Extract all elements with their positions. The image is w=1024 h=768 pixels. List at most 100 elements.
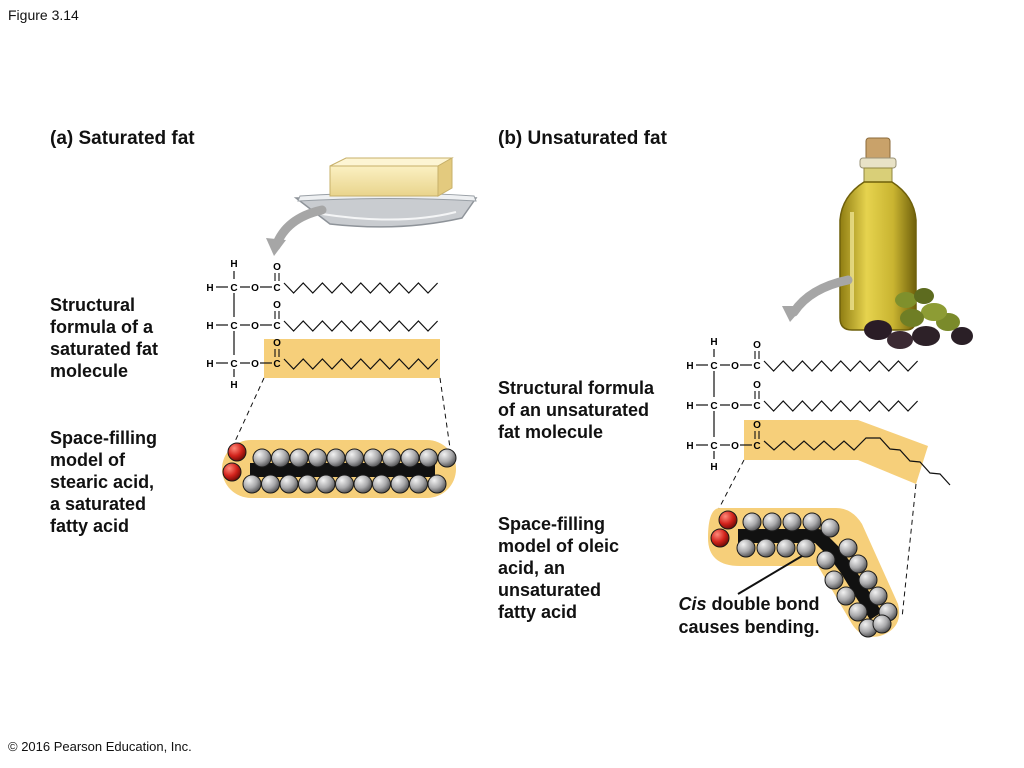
olive-oil-image — [839, 137, 973, 349]
carbon-symbol: C — [273, 359, 280, 370]
hydrogen-symbol: H — [686, 441, 693, 452]
caption-line: formula of a — [50, 317, 154, 337]
hydrogen-atom — [802, 512, 822, 532]
hydrogen-atom — [848, 602, 868, 622]
hydrogen-atom — [279, 474, 299, 494]
panel-b-space-filling-caption: Space-filling model of oleic acid, an un… — [498, 513, 619, 623]
oxygen-symbol: O — [753, 340, 761, 351]
oxygen-symbol: O — [251, 359, 259, 370]
oxygen-symbol: O — [731, 361, 739, 372]
hydrogen-atom — [836, 586, 856, 606]
olives — [864, 288, 973, 349]
hydrogen-symbol: H — [206, 283, 213, 294]
hydrogen-atom — [858, 570, 878, 590]
oxygen-atom — [222, 462, 242, 482]
hydrogen-atom — [437, 448, 457, 468]
figure-label: Figure 3.14 — [8, 7, 79, 23]
panel-b-structural-caption: Structural formula of an unsaturated fat… — [498, 377, 654, 443]
oxygen-symbol: O — [753, 420, 761, 431]
copyright: © 2016 Pearson Education, Inc. — [8, 739, 192, 754]
hydrogen-atom — [335, 474, 354, 494]
hydrogen-symbol: H — [686, 361, 693, 372]
hydrogen-atom — [316, 474, 336, 494]
hydrogen-symbol: H — [710, 462, 717, 473]
carbon-symbol: C — [710, 361, 717, 372]
caption-line: acid, an — [498, 558, 566, 578]
hydrogen-atom — [400, 448, 420, 468]
hydrogen-atom — [782, 512, 802, 532]
oxygen-symbol: O — [273, 300, 281, 311]
caption-line: saturated fat — [50, 339, 159, 359]
oxygen-symbol: O — [251, 321, 259, 332]
oxygen-symbol: O — [753, 380, 761, 391]
oxygen-atom — [227, 442, 247, 462]
panel-a-structural-caption: Structural formula of a saturated fat mo… — [50, 294, 158, 382]
hydrogen-atom — [742, 512, 762, 532]
hydrogen-atom — [382, 448, 401, 468]
cis-note-line-1: Cis double bond — [664, 593, 834, 616]
hydrocarbon-tail — [283, 320, 439, 332]
carbon-backbone — [738, 529, 882, 620]
stearic-acid-space-filling-model — [222, 440, 457, 498]
arrow-a-head — [266, 238, 286, 256]
hydrogen-atom — [326, 448, 346, 468]
caption-line: of an unsaturated — [498, 400, 650, 420]
oxygen-symbol: O — [731, 401, 739, 412]
hydrocarbon-tail — [763, 437, 951, 486]
caption-line: molecule — [50, 361, 129, 381]
carbon-symbol: C — [710, 401, 717, 412]
hydrogen-atom — [868, 586, 888, 606]
carbon-symbol: C — [273, 283, 280, 294]
hydrogen-atom — [736, 538, 756, 558]
hydrogen-atom — [308, 448, 327, 468]
hydrogen-symbol: H — [206, 359, 213, 370]
oleic-acid-space-filling-model — [708, 508, 900, 638]
hydrogen-symbol: H — [230, 259, 237, 270]
oxygen-atom — [718, 510, 738, 530]
hydrogen-atom — [756, 538, 776, 558]
butter-dish-image — [293, 157, 478, 228]
hydrogen-symbol: H — [206, 321, 213, 332]
carbon-symbol: C — [230, 321, 237, 332]
hydrogen-atom — [419, 448, 438, 468]
hydrogen-atom — [427, 474, 447, 494]
hydrogen-atom — [776, 538, 796, 558]
cis-bond-note: Cis double bond causes bending. — [664, 593, 834, 639]
carbon-symbol: C — [230, 283, 237, 294]
cis-word: Cis — [678, 594, 707, 614]
hydrogen-atom — [824, 570, 844, 590]
hydrogen-atom — [372, 474, 391, 494]
caption-line: a saturated — [50, 494, 147, 514]
oxygen-symbol: O — [251, 283, 259, 294]
hydrogen-atom — [242, 474, 262, 494]
oxygen-symbol: O — [273, 262, 281, 273]
hydrogen-atom — [820, 518, 840, 538]
hydrocarbon-tail — [283, 358, 439, 370]
hydrogen-atom — [816, 550, 836, 570]
hydrocarbon-tail — [763, 360, 919, 372]
carbon-symbol: C — [753, 441, 760, 452]
hydrogen-atom — [298, 474, 317, 494]
hydrogen-atom — [252, 448, 272, 468]
hydrogen-atom — [762, 512, 782, 532]
hydrogen-atom — [271, 448, 290, 468]
hydrogen-symbol: H — [230, 380, 237, 391]
panel-a-title: (a) Saturated fat — [50, 128, 195, 149]
oxygen-symbol: O — [273, 338, 281, 349]
hydrogen-atom — [363, 448, 383, 468]
caption-line: unsaturated — [498, 580, 602, 600]
hydrogen-symbol: H — [710, 337, 717, 348]
caption-line: Structural — [50, 295, 136, 315]
hydrogen-symbol: H — [686, 401, 693, 412]
hydrogen-atom — [838, 538, 858, 558]
caption-line: stearic acid, — [50, 472, 155, 492]
caption-line: fatty acid — [50, 516, 130, 536]
carbon-symbol: C — [753, 361, 760, 372]
oxygen-symbol: O — [731, 441, 739, 452]
hydrogen-atom — [848, 554, 868, 574]
cis-note-line-2: causes bending. — [678, 617, 820, 637]
oxygen-atom — [710, 528, 730, 548]
highlighted-fatty-acid — [264, 339, 440, 378]
hydrogen-atom — [872, 614, 892, 634]
